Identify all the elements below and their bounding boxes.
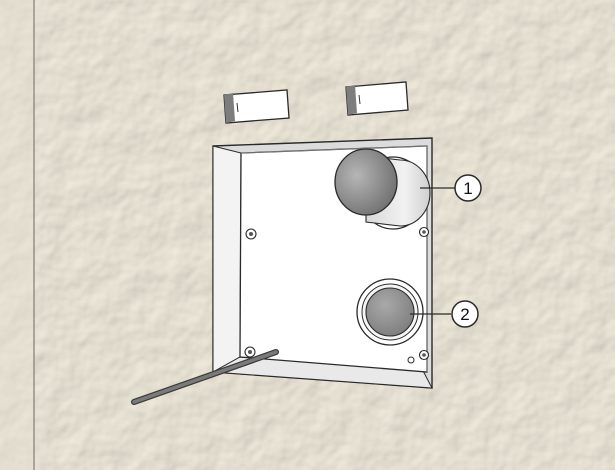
side-wall <box>0 0 35 470</box>
callout-label-2: 2 <box>460 305 469 324</box>
screw-hole-top-right <box>418 226 430 238</box>
pipe-opening-2 <box>356 278 424 346</box>
callout-circle-2 <box>451 300 479 328</box>
small-hole <box>407 356 415 364</box>
callout-circle-1 <box>454 174 482 202</box>
screw-hole-bottom-right <box>418 349 430 361</box>
pipe-opening-1 <box>334 148 431 230</box>
screw-hole-bottom-left <box>244 346 256 358</box>
callout-1: 1 <box>420 174 482 202</box>
vent-slot-left <box>223 89 290 124</box>
rod <box>131 349 279 405</box>
callout-label-1: 1 <box>463 179 472 198</box>
screw-hole-top-left <box>245 228 257 240</box>
vent-slot-right <box>345 81 409 116</box>
callout-2: 2 <box>410 300 479 328</box>
